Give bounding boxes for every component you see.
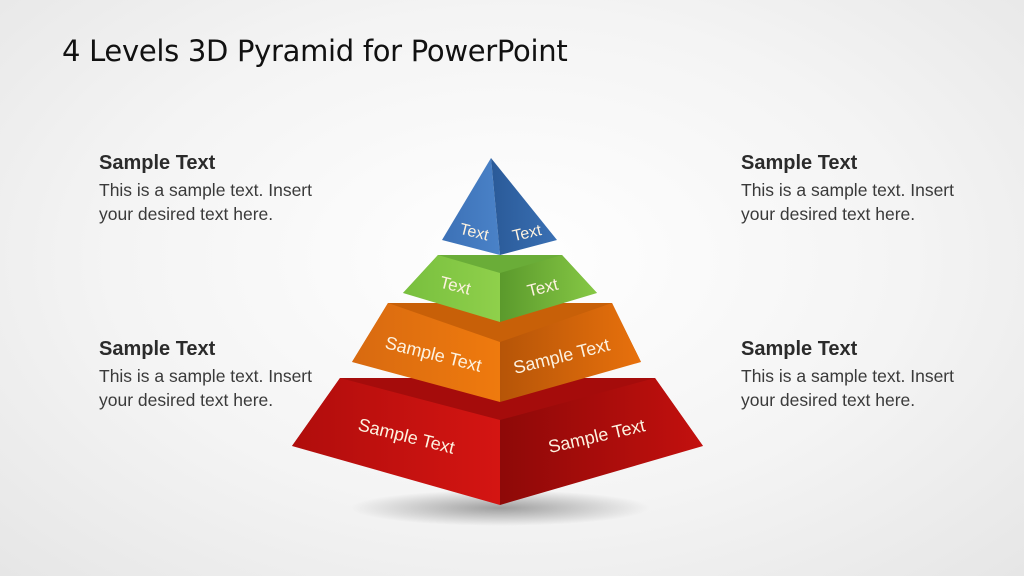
text-block-body: This is a sample text. Insert your desir… (741, 180, 954, 224)
text-block-body: This is a sample text. Insert your desir… (99, 180, 312, 224)
slide-title: 4 Levels 3D Pyramid for PowerPoint (62, 34, 568, 68)
level-1-right-label: Text (511, 222, 544, 245)
pyramid-level-4[interactable]: Sample Text Sample Text (292, 378, 703, 505)
text-block-top-left: Sample Text This is a sample text. Inser… (99, 150, 319, 226)
pyramid-level-3[interactable]: Sample Text Sample Text (352, 303, 641, 402)
pyramid-level-2[interactable]: Text Text (403, 255, 597, 322)
text-block-bottom-right: Sample Text This is a sample text. Inser… (741, 336, 961, 412)
pyramid-level-1[interactable]: Text Text (442, 158, 557, 255)
text-block-heading: Sample Text (741, 152, 858, 174)
text-block-heading: Sample Text (741, 338, 858, 360)
text-block-heading: Sample Text (99, 152, 216, 174)
pyramid-shadow (350, 490, 650, 526)
text-block-bottom-left: Sample Text This is a sample text. Inser… (99, 336, 319, 412)
text-block-body: This is a sample text. Insert your desir… (99, 366, 312, 410)
text-block-heading: Sample Text (99, 338, 216, 360)
level-1-left-label: Text (458, 221, 491, 245)
text-block-top-right: Sample Text This is a sample text. Inser… (741, 150, 961, 226)
text-block-body: This is a sample text. Insert your desir… (741, 366, 954, 410)
